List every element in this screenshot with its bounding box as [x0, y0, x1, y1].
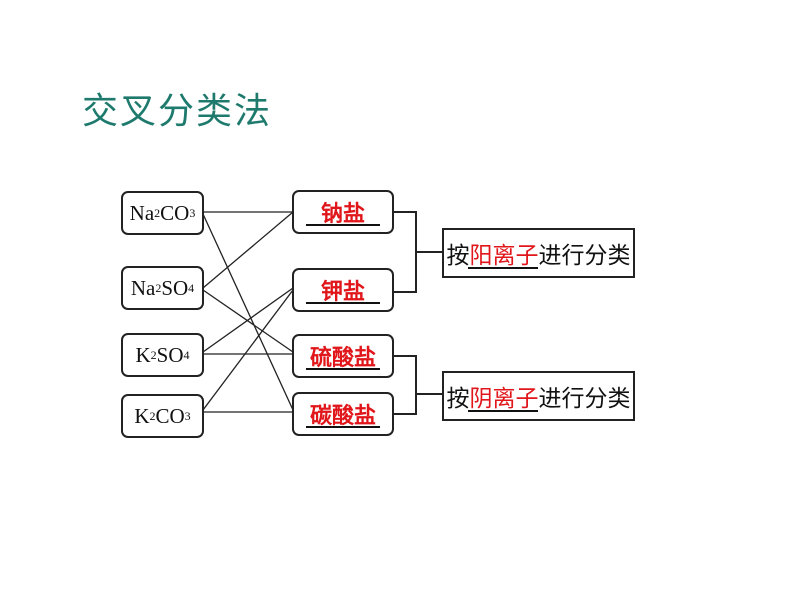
- bracket-anion: [393, 355, 417, 415]
- compound-label: Na: [130, 275, 156, 300]
- criterion-box-anion: 按阴离子进行分类: [442, 371, 635, 421]
- subscript: 2: [155, 280, 162, 295]
- link-na2so4-sulfate: [202, 289, 294, 353]
- category-box-potassium: 钾盐: [292, 268, 394, 312]
- compound-label: CO: [155, 403, 185, 428]
- criterion-prefix: 按: [446, 243, 470, 269]
- link-na2so4-sodium: [202, 211, 294, 289]
- category-label: 钠盐: [320, 202, 365, 227]
- criterion-blank-line: [468, 410, 538, 412]
- category-box-sodium: 钠盐: [292, 190, 394, 234]
- compound-label: SO: [156, 342, 184, 367]
- subscript: 3: [184, 408, 191, 423]
- subscript: 2: [154, 205, 161, 220]
- bracket-cation: [393, 211, 417, 293]
- compound-label: Na: [129, 200, 155, 225]
- category-underline: [306, 224, 380, 226]
- category-underline: [306, 368, 380, 370]
- link-k2so4-potassium: [202, 287, 294, 353]
- category-underline: [306, 426, 380, 428]
- link-k2co3-potassium: [202, 289, 294, 411]
- compound-label: SO: [161, 275, 189, 300]
- subscript: 2: [149, 408, 156, 423]
- category-underline: [306, 302, 380, 304]
- subscript: 4: [188, 280, 195, 295]
- page-title: 交叉分类法: [82, 91, 273, 132]
- category-label: 碳酸盐: [309, 404, 376, 429]
- category-box-carbonate: 碳酸盐: [292, 392, 394, 436]
- criterion-suffix: 进行分类: [538, 386, 631, 412]
- criterion-box-cation: 按阳离子进行分类: [442, 228, 635, 278]
- compound-label: K: [135, 342, 151, 367]
- criterion-highlight: 阳离子: [469, 243, 539, 269]
- compound-label: CO: [160, 200, 190, 225]
- link-na2co3-carbonate: [202, 213, 294, 411]
- criterion-blank-line: [468, 267, 538, 269]
- subscript: 3: [189, 205, 196, 220]
- compound-label: K: [134, 403, 150, 428]
- category-label: 钾盐: [320, 280, 365, 305]
- criterion-prefix: 按: [446, 386, 470, 412]
- category-label: 硫酸盐: [309, 346, 376, 371]
- criterion-highlight: 阴离子: [469, 386, 539, 412]
- criterion-suffix: 进行分类: [538, 243, 631, 269]
- category-box-sulfate: 硫酸盐: [292, 334, 394, 378]
- subscript: 4: [183, 347, 190, 362]
- subscript: 2: [150, 347, 157, 362]
